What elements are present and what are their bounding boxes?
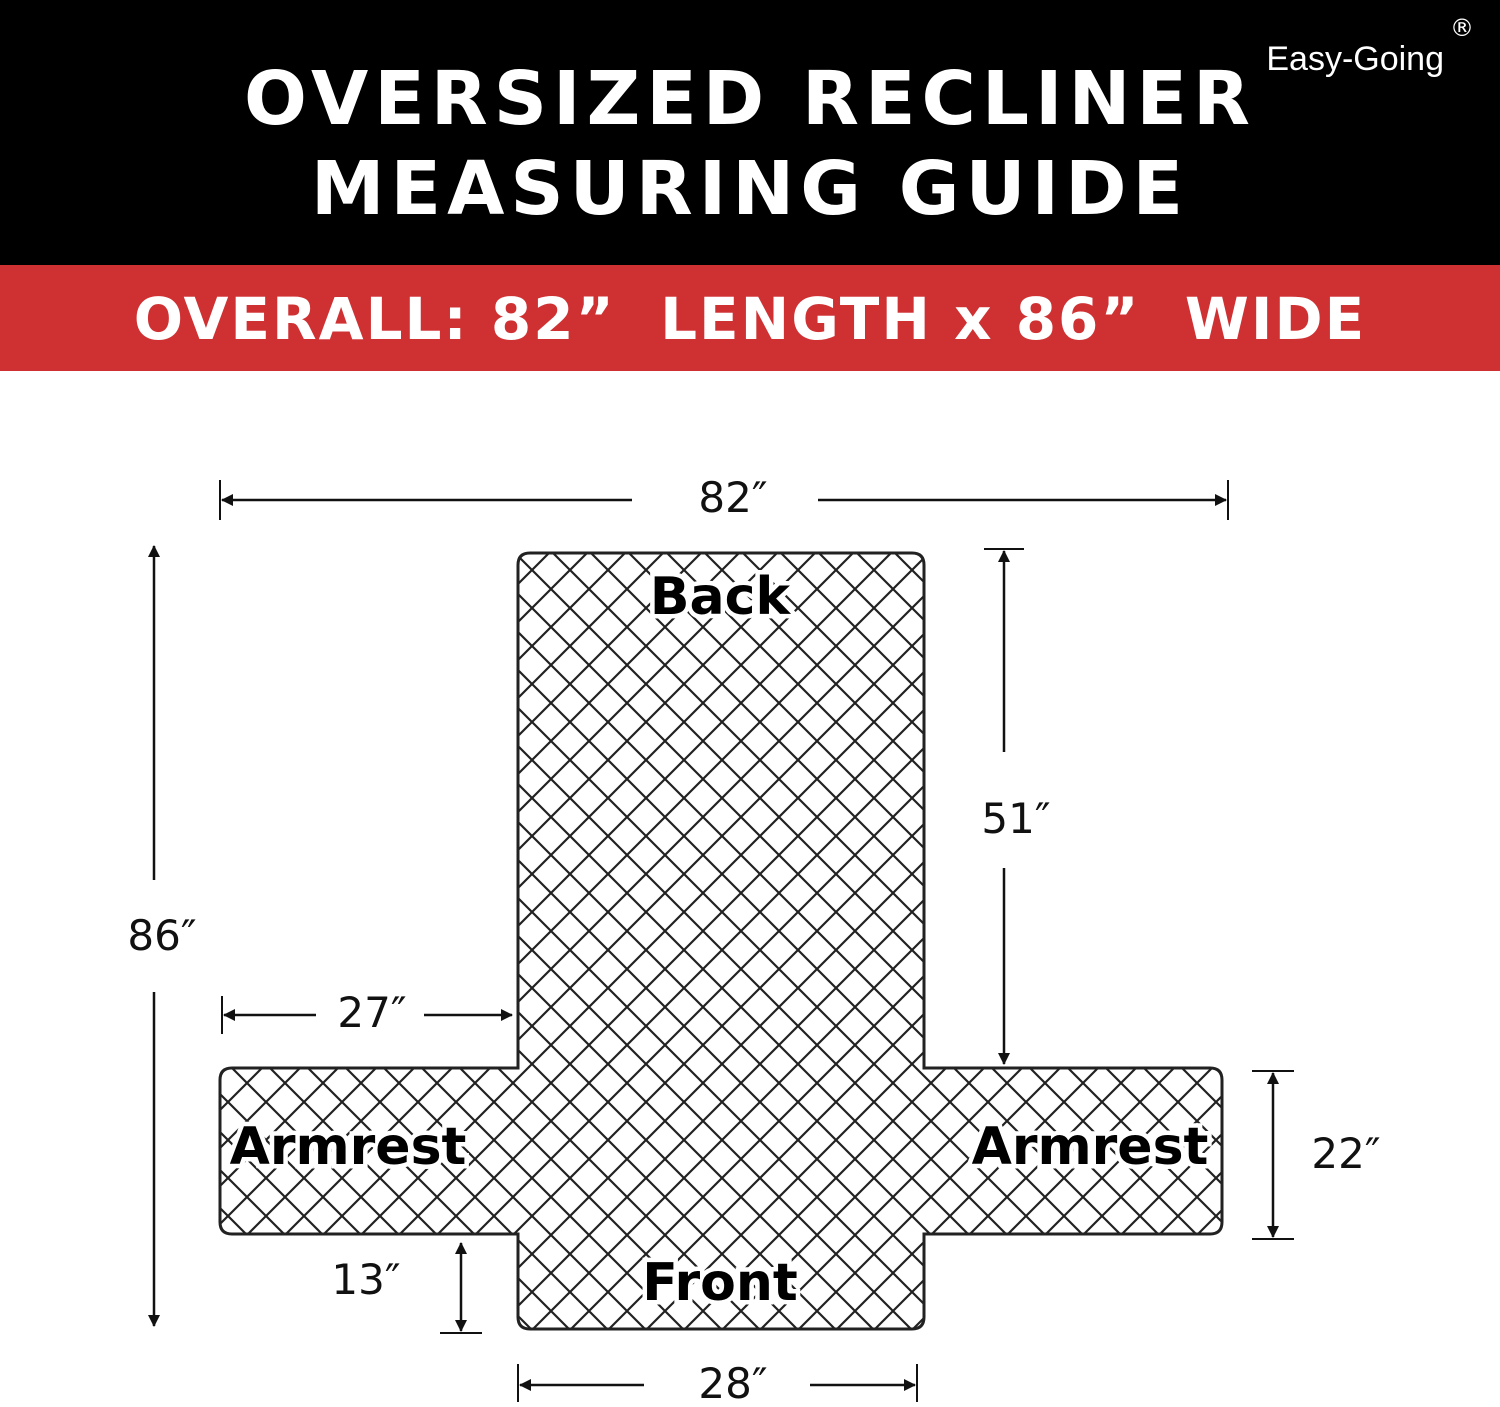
dim-front-drop-label: 13″ [331, 1255, 400, 1304]
dim-armrest-width-label: 27″ [337, 988, 406, 1037]
cover-shape [218, 551, 1224, 1331]
registered-mark: ® [1450, 14, 1474, 42]
title-line-1: OVERSIZED RECLINER [244, 56, 1256, 142]
overall-size-banner [0, 265, 1500, 371]
dim-armrest-depth-label: 22″ [1311, 1129, 1380, 1178]
label-armrest-right: Armrest [972, 1117, 1209, 1177]
dim-front-drop: 13″ [331, 1242, 482, 1334]
dim-seat-width-label: 28″ [698, 1359, 767, 1407]
dim-overall-width: 82″ [219, 473, 1229, 522]
dim-armrest-width: 27″ [221, 988, 513, 1037]
dim-overall-length-label: 86″ [127, 911, 196, 960]
dim-back-length: 51″ [981, 548, 1051, 1065]
label-armrest-left: Armrest [230, 1117, 467, 1177]
dim-seat-width: 28″ [517, 1359, 918, 1407]
dim-overall-width-label: 82″ [698, 473, 767, 522]
title-line-2: MEASURING GUIDE [310, 146, 1190, 232]
dim-armrest-depth: 22″ [1252, 1070, 1381, 1240]
brand-logo: Easy-Going [1266, 40, 1444, 78]
header-bar [0, 0, 1500, 265]
cover-outline [218, 551, 1224, 1331]
label-back: Back [650, 567, 792, 627]
dim-back-length-label: 51″ [981, 794, 1050, 843]
overall-size-text: OVERALL: 82” LENGTH x 86” WIDE [133, 285, 1367, 353]
dim-overall-length: 86″ [127, 545, 197, 1327]
label-front: Front [642, 1253, 797, 1313]
